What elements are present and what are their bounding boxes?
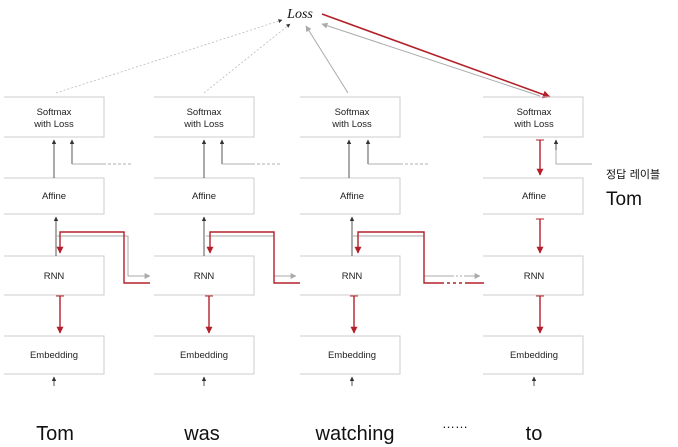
rnn-label-4: RNN [524, 271, 545, 282]
input-word-4: to [526, 423, 543, 445]
affine-label-2: Affine [192, 191, 216, 202]
label-dashed-lines [72, 140, 592, 165]
embedding-label-2: Embedding [180, 350, 228, 361]
softmax-label-1b: with Loss [33, 119, 74, 130]
hidden-forward-arrows [56, 235, 481, 279]
softmax-label-2b: with Loss [183, 119, 224, 130]
answer-label-korean: 정답 레이블 [606, 168, 660, 181]
affine-label-3: Affine [340, 191, 364, 202]
box-labels: Softmax with Loss Softmax with Loss Soft… [30, 107, 558, 361]
softmax-label-3a: Softmax [335, 107, 370, 118]
input-word-3: watching [315, 423, 395, 445]
forward-arrows [51, 139, 537, 386]
softmax-label-4b: with Loss [513, 119, 554, 130]
embedding-label-3: Embedding [328, 350, 376, 361]
input-word-1: Tom [36, 423, 74, 445]
softmax-label-3b: with Loss [331, 119, 372, 130]
softmax-label-2a: Softmax [187, 107, 222, 118]
softmax-label-4a: Softmax [517, 107, 552, 118]
embedding-label-1: Embedding [30, 350, 78, 361]
input-ellipsis: …… [442, 416, 468, 431]
affine-label-1: Affine [42, 191, 66, 202]
input-word-2: was [183, 423, 220, 445]
backward-arrows [56, 139, 544, 334]
embedding-label-4: Embedding [510, 350, 558, 361]
loss-label: Loss [286, 7, 313, 22]
affine-label-4: Affine [522, 191, 546, 202]
rnn-label-3: RNN [342, 271, 363, 282]
loss-connections [55, 13, 551, 99]
rnn-label-2: RNN [194, 271, 215, 282]
softmax-label-1a: Softmax [37, 107, 72, 118]
answer-label-word: Tom [606, 189, 642, 210]
rnn-label-1: RNN [44, 271, 65, 282]
